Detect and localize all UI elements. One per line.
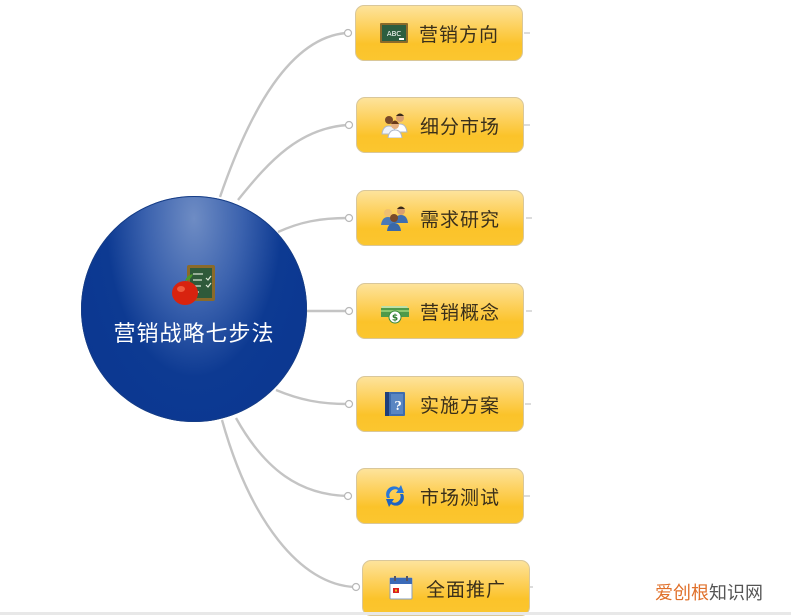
branch-node-marketing-direction[interactable]: ABC 营销方向 (355, 5, 523, 61)
central-topic-title: 营销战略七步法 (113, 322, 275, 347)
people-group-icon (380, 112, 410, 139)
svg-text:ABC: ABC (387, 30, 401, 38)
watermark-brand: 爱创根 (655, 583, 709, 604)
branch-label: 需求研究 (419, 208, 500, 231)
calendar-icon (386, 575, 416, 601)
help-book-icon: ? (380, 391, 410, 417)
central-topic[interactable]: 营销战略七步法 (81, 196, 307, 422)
abc-chalkboard-icon: ABC (379, 20, 409, 46)
branch-node-implementation-plan[interactable]: ? 实施方案 (356, 376, 524, 432)
branch-label: 市场测试 (419, 486, 500, 509)
branch-label: 细分市场 (419, 115, 500, 138)
svg-text:?: ? (394, 399, 401, 413)
branch-node-full-rollout[interactable]: 全面推广 (362, 560, 530, 616)
branch-label: 营销方向 (418, 23, 499, 46)
branch-label: 营销概念 (419, 301, 500, 324)
branch-node-market-segmentation[interactable]: 细分市场 (356, 97, 524, 153)
branch-node-market-testing[interactable]: 市场测试 (356, 468, 524, 524)
branch-node-demand-research[interactable]: 需求研究 (356, 190, 524, 246)
watermark-suffix: 知识网 (709, 583, 763, 604)
apple-chalkboard-icon (171, 264, 217, 308)
watermark: 爱创根知识网 (655, 579, 763, 605)
branch-label: 实施方案 (419, 394, 500, 417)
branch-node-marketing-concept[interactable]: $ 营销概念 (356, 283, 524, 339)
branch-label: 全面推广 (425, 578, 506, 601)
team-icon (380, 205, 410, 231)
refresh-icon (380, 483, 410, 509)
money-icon: $ (380, 298, 410, 324)
bottom-scrollbar-edge (0, 612, 791, 615)
svg-text:$: $ (392, 314, 398, 324)
